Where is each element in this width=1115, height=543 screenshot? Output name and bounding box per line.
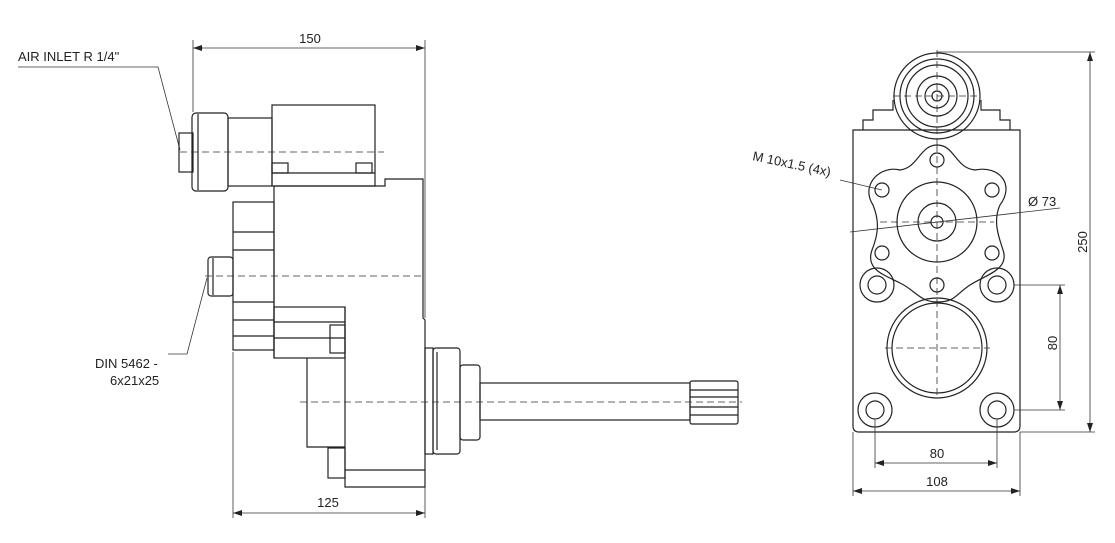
dimension-250-label: 250 (1075, 231, 1090, 253)
din-leader (168, 277, 208, 355)
gear-housing (205, 178, 426, 488)
din-label-line1: DIN 5462 - (95, 356, 158, 371)
valve-front (893, 50, 981, 148)
side-view: 150 AIR INLET R 1/4" (18, 31, 742, 518)
dimension-108-label: 108 (926, 474, 948, 489)
output-shaft (300, 347, 742, 455)
dimension-80-horizontal-label: 80 (930, 446, 944, 461)
dimension-150: 150 (192, 31, 426, 318)
dimension-250: 250 (937, 51, 1095, 433)
din-label-line2: 6x21x25 (110, 373, 159, 388)
thread-label: M 10x1.5 (4x) (751, 148, 832, 179)
dimension-125-label: 125 (317, 495, 339, 510)
diameter-label: Ø 73 (1028, 194, 1056, 209)
front-body (852, 129, 1021, 433)
dimension-150-label: 150 (299, 31, 321, 46)
dimension-80-horizontal: 80 (874, 420, 998, 468)
dimension-108: 108 (852, 432, 1021, 496)
air-inlet-label: AIR INLET R 1/4" (18, 49, 120, 64)
dimension-80-vertical-label: 80 (1045, 336, 1060, 350)
dimension-125: 125 (232, 352, 426, 518)
air-valve (178, 104, 384, 192)
front-view: M 10x1.5 (4x) Ø 73 250 80 80 (751, 50, 1095, 496)
dimension-80-vertical: 80 (1014, 284, 1065, 411)
air-inlet-leader (18, 66, 181, 151)
flange-star (868, 144, 1007, 305)
